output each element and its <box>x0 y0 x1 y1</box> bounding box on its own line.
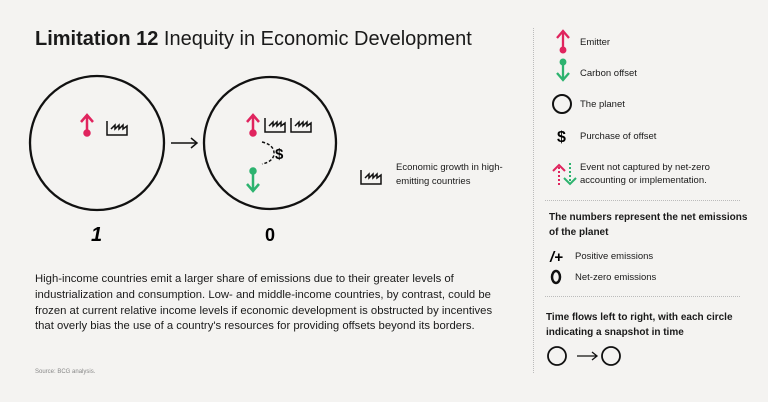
legend-purchase: Purchase of offset <box>580 131 657 142</box>
planet-icon <box>552 94 572 114</box>
divider <box>533 28 534 373</box>
legend-positive: Positive emissions <box>575 251 654 262</box>
legend-carbon-offset: Carbon offset <box>580 68 637 79</box>
numbers-heading: The numbers represent the net emissions … <box>549 212 748 238</box>
legend-uncaptured: Event not captured by net-zero accountin… <box>580 162 710 186</box>
snapshot-circle-icon <box>547 346 567 366</box>
factory-icon <box>290 117 312 133</box>
time-legend-icons <box>577 346 621 366</box>
legend-net-zero: Net-zero emissions <box>575 272 657 283</box>
legend-icons: $ /+ <box>547 29 577 366</box>
source-note: Source: BCG analysis. <box>35 369 96 375</box>
zero-glyph <box>550 269 562 285</box>
uncaptured-emitter-icon <box>552 163 566 185</box>
uncaptured-offset-icon <box>563 163 577 186</box>
dollar-icon: $ <box>275 146 284 163</box>
diagram: $ 1 0 <box>28 74 382 246</box>
planet-circle-1 <box>28 74 166 212</box>
emitter-icon <box>556 29 570 54</box>
arrow-icon <box>577 351 599 361</box>
time-heading: Time flows left to right, with each circ… <box>546 312 733 338</box>
title-bold: Limitation 12 <box>35 28 159 50</box>
emitter-icon <box>246 113 260 137</box>
positive-glyph: /+ <box>549 249 563 266</box>
carbon-offset-icon <box>556 58 570 82</box>
carbon-offset-icon <box>246 167 260 193</box>
offset-link-icon <box>261 141 275 165</box>
page-title: Limitation 12 Inequity in Economic Devel… <box>35 28 472 51</box>
snapshot-circle-icon <box>601 346 621 366</box>
factory-icon <box>264 117 286 133</box>
time-arrow-icon <box>171 137 199 149</box>
factory-legend-label: Economic growth in high-emitting countri… <box>396 162 503 187</box>
factory-icon <box>106 120 128 136</box>
legend-planet: The planet <box>580 99 625 110</box>
title-rest: Inequity in Economic Development <box>163 28 472 50</box>
legend-emitter: Emitter <box>580 37 611 48</box>
snapshot-2-number: 0 <box>265 225 275 245</box>
factory-legend-icon <box>360 169 382 185</box>
planet-circle-2 <box>202 75 338 211</box>
description: High-income countries emit a larger shar… <box>35 273 493 333</box>
divider <box>545 296 740 297</box>
divider <box>545 200 740 201</box>
dollar-icon: $ <box>557 129 566 146</box>
snapshot-1-number: 1 <box>91 224 102 246</box>
emitter-icon <box>80 113 94 137</box>
